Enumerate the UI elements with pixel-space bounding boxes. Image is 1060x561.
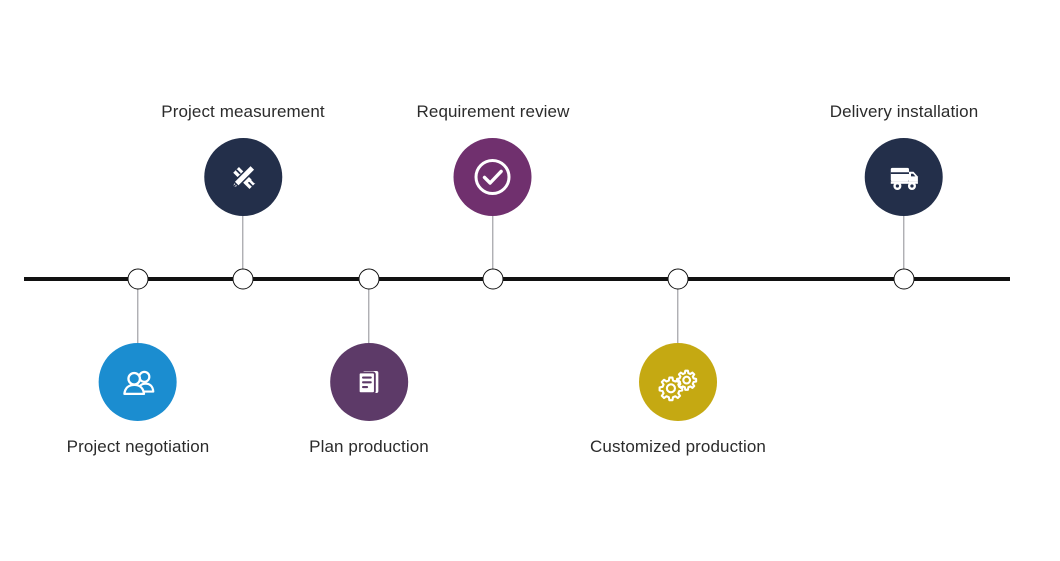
milestone-requirement-review[interactable]: Requirement review xyxy=(417,101,570,216)
timeline-node-2[interactable] xyxy=(232,268,254,290)
icon-bubble-project-negotiation[interactable] xyxy=(99,343,177,421)
connector-stem-delivery-installation xyxy=(903,215,905,269)
milestone-label-project-negotiation: Project negotiation xyxy=(66,437,210,456)
timeline-node-1[interactable] xyxy=(127,268,149,290)
connector-stem-plan-production xyxy=(368,289,370,343)
milestone-plan-production[interactable]: Plan production xyxy=(309,343,429,458)
check-circle-icon xyxy=(469,153,517,201)
icon-bubble-delivery-installation[interactable] xyxy=(865,138,943,216)
timeline-node-5[interactable] xyxy=(667,268,689,290)
icon-bubble-customized-production[interactable] xyxy=(639,343,717,421)
milestone-label-delivery-installation: Delivery installation xyxy=(829,102,979,121)
document-pages-icon xyxy=(347,360,391,404)
milestone-label-customized-production: Customized production xyxy=(590,437,766,456)
milestone-delivery-installation[interactable]: Delivery installation xyxy=(830,101,979,216)
timeline-node-4[interactable] xyxy=(482,268,504,290)
milestone-label-plan-production: Plan production xyxy=(309,437,429,456)
milestone-project-negotiation[interactable]: Project negotiation xyxy=(67,343,210,458)
connector-stem-project-measurement xyxy=(242,215,244,269)
milestone-customized-production[interactable]: Customized production xyxy=(590,343,766,458)
gears-icon xyxy=(655,359,701,405)
delivery-truck-icon xyxy=(881,154,927,200)
connector-stem-customized-production xyxy=(677,289,679,343)
timeline-node-6[interactable] xyxy=(893,268,915,290)
milestone-label-requirement-review: Requirement review xyxy=(416,102,570,121)
icon-bubble-project-measurement[interactable] xyxy=(204,138,282,216)
milestone-project-measurement[interactable]: Project measurement xyxy=(161,101,325,216)
people-group-icon xyxy=(115,359,161,405)
milestone-label-project-measurement: Project measurement xyxy=(161,102,325,121)
connector-stem-requirement-review xyxy=(492,215,494,269)
ruler-pencil-icon xyxy=(220,154,266,200)
connector-stem-project-negotiation xyxy=(137,289,139,343)
icon-bubble-requirement-review[interactable] xyxy=(453,138,532,216)
timeline-node-3[interactable] xyxy=(358,268,380,290)
icon-bubble-plan-production[interactable] xyxy=(329,343,408,421)
timeline-axis xyxy=(24,277,1010,281)
